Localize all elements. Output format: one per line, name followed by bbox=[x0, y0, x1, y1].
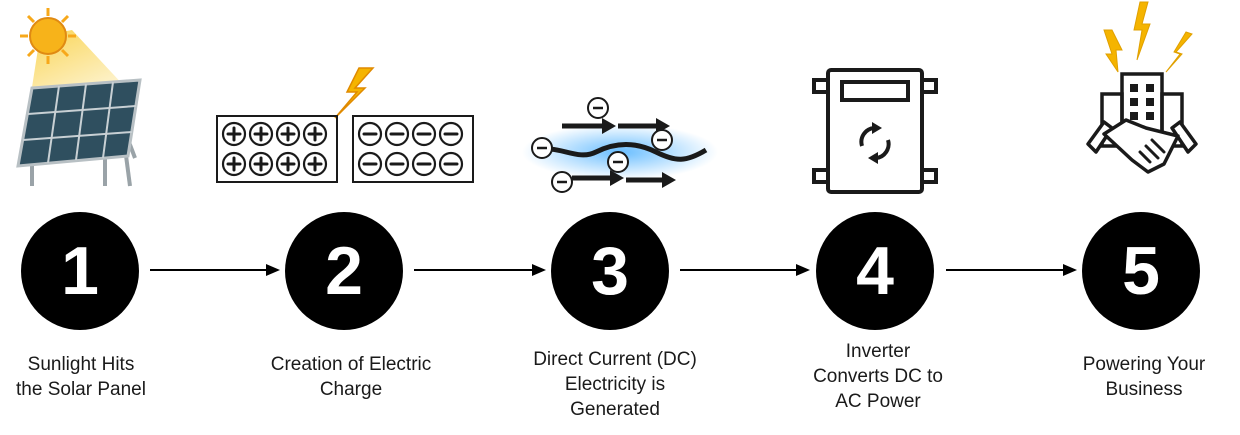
step-1-caption-line-1: Sunlight Hits bbox=[27, 354, 135, 375]
step-1-caption: Sunlight Hits the Solar Panel bbox=[0, 352, 196, 402]
solar-panel-with-sun-icon bbox=[16, 8, 142, 187]
step-4-caption-line-2: Converts DC to bbox=[813, 366, 943, 387]
step-4-caption-line-1: Inverter bbox=[845, 341, 911, 362]
step-3-caption: Direct Current (DC) Electricity is Gener… bbox=[500, 347, 730, 422]
building-handshake-icon bbox=[1086, 1, 1198, 174]
step-4-caption: Inverter Converts DC to AC Power bbox=[763, 339, 993, 414]
step-2-number: 2 bbox=[325, 233, 363, 309]
step-4-circle: 4 bbox=[816, 212, 934, 330]
step-1-caption-line-2: the Solar Panel bbox=[16, 379, 146, 400]
step-2-caption-line-2: Charge bbox=[319, 379, 383, 400]
inverter-box-icon bbox=[812, 68, 938, 194]
arrow-2-to-3 bbox=[414, 264, 546, 276]
arrow-3-to-4 bbox=[680, 264, 810, 276]
step-5-caption: Powering Your Business bbox=[1029, 352, 1240, 402]
step-3-caption-line-2: Electricity is bbox=[564, 374, 666, 395]
step-5-circle: 5 bbox=[1082, 212, 1200, 330]
step-3-caption-line-3: Generated bbox=[570, 399, 660, 420]
electron-flow-icon bbox=[522, 97, 718, 193]
step-1-number: 1 bbox=[61, 233, 99, 309]
charge-plates-with-lightning-icon bbox=[216, 67, 474, 183]
step-3-caption-line-1: Direct Current (DC) bbox=[533, 349, 697, 370]
step-3-number: 3 bbox=[591, 233, 629, 309]
step-5-caption-line-1: Powering Your bbox=[1082, 354, 1206, 375]
step-2-circle: 2 bbox=[285, 212, 403, 330]
arrow-1-to-2 bbox=[150, 264, 280, 276]
step-2-caption: Creation of Electric Charge bbox=[236, 352, 466, 402]
step-4-caption-line-3: AC Power bbox=[835, 391, 921, 412]
arrow-4-to-5 bbox=[946, 264, 1077, 276]
step-4-number: 4 bbox=[856, 233, 894, 309]
step-3-circle: 3 bbox=[551, 212, 669, 330]
step-5-number: 5 bbox=[1122, 233, 1160, 309]
step-5-caption-line-2: Business bbox=[1105, 379, 1183, 400]
step-2-caption-line-1: Creation of Electric bbox=[270, 354, 432, 375]
step-1-circle: 1 bbox=[21, 212, 139, 330]
